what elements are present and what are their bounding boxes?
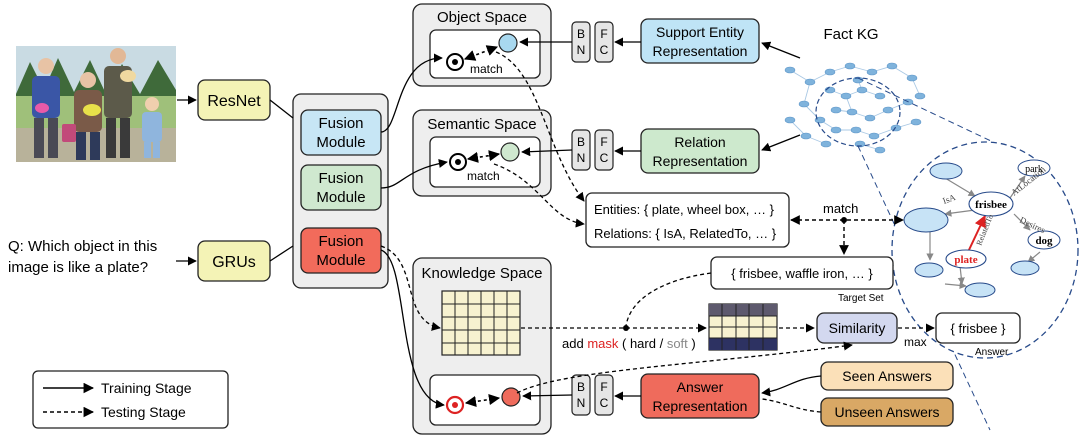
entities-relations-box: Entities: { plate, wheel box, … } Relati… — [585, 192, 790, 248]
svg-text:Representation: Representation — [653, 43, 748, 59]
entities-text: Entities: { plate, wheel box, … } — [594, 202, 775, 217]
legend-training: Training Stage — [101, 380, 192, 396]
kg-node-plate: plate — [954, 254, 977, 266]
kg-node-frisbee: frisbee — [975, 199, 1007, 211]
fact-kg-title: Fact KG — [823, 26, 878, 43]
svg-text:N: N — [577, 151, 586, 165]
seen-answers: Seen Answers — [820, 361, 954, 391]
masked-matrix — [708, 303, 778, 351]
unseen-answers-label: Unseen Answers — [834, 404, 939, 420]
answer-text: { frisbee } — [951, 321, 1007, 336]
svg-text:C: C — [600, 43, 609, 57]
seen-answers-label: Seen Answers — [842, 368, 932, 384]
svg-text:B: B — [577, 27, 585, 41]
bnfc-object: B N F C — [571, 21, 614, 63]
question-line-1: Q: Which object in this — [8, 238, 157, 255]
input-image — [16, 46, 176, 162]
svg-text:Representation: Representation — [653, 153, 748, 169]
legend-testing: Testing Stage — [101, 404, 186, 420]
fusion-module-knowledge-line1: Fusion — [318, 233, 363, 250]
semantic-space-title: Semantic Space — [427, 116, 536, 133]
gru-label: GRUs — [212, 254, 256, 271]
unseen-answers: Unseen Answers — [820, 397, 954, 427]
fusion-module-object-line1: Fusion — [318, 115, 363, 132]
question-line-2: image is like a plate? — [8, 259, 148, 276]
fusion-module-knowledge: Fusion Module — [300, 227, 382, 274]
svg-text:B: B — [577, 380, 585, 394]
svg-text:C: C — [600, 396, 609, 410]
target-set-caption: Target Set — [838, 293, 884, 304]
similarity-node: Similarity — [816, 312, 898, 344]
answer-representation: Answer Representation — [640, 373, 760, 419]
svg-text:F: F — [600, 27, 607, 41]
relations-text: Relations: { IsA, RelatedTo, … } — [594, 226, 777, 241]
object-space-match: match — [470, 62, 503, 76]
kg-match-label: match — [823, 201, 858, 216]
bnfc-knowledge: B N F C — [571, 374, 614, 416]
fact-kg-cloud — [784, 62, 926, 154]
knowledge-space: Knowledge Space — [412, 257, 552, 435]
fusion-module-semantic-line1: Fusion — [318, 170, 363, 187]
support-entity-representation: Support Entity Representation — [640, 18, 760, 64]
object-space: Object Space match — [412, 3, 552, 87]
fusion-module-object-line2: Module — [316, 134, 365, 151]
kg-edge-isa: IsA — [941, 192, 957, 206]
svg-text:Support Entity: Support Entity — [656, 24, 744, 40]
kg-node-dog: dog — [1035, 235, 1053, 247]
semantic-space: Semantic Space match — [412, 109, 552, 197]
semantic-space-match: match — [467, 169, 500, 183]
resnet-label: ResNet — [207, 93, 261, 110]
resnet-encoder: ResNet — [197, 79, 271, 121]
fusion-module-semantic-line2: Module — [316, 189, 365, 206]
target-set-text: { frisbee, waffle iron, … } — [731, 266, 873, 281]
answer-caption: Answer — [975, 347, 1009, 358]
knowledge-grid — [441, 290, 521, 356]
max-label: max — [904, 335, 927, 349]
svg-text:Answer: Answer — [677, 379, 724, 395]
knowledge-space-title: Knowledge Space — [422, 265, 543, 282]
svg-text:N: N — [577, 396, 586, 410]
gru-encoder: GRUs — [197, 240, 271, 282]
fusion-module-semantic: Fusion Module — [300, 164, 382, 211]
legend: Training Stage Testing Stage — [32, 370, 229, 429]
similarity-label: Similarity — [829, 320, 886, 336]
target-set: { frisbee, waffle iron, … } Target Set — [710, 256, 894, 304]
kg-zoom: frisbee park plate dog IsA AtLocation De… — [891, 141, 1079, 359]
bnfc-semantic: B N F C — [571, 129, 614, 171]
svg-text:N: N — [577, 43, 586, 57]
svg-text:B: B — [577, 135, 585, 149]
mask-label: add mask ( hard / soft ) — [562, 336, 696, 351]
kg-node-park: park — [1025, 164, 1043, 175]
svg-text:F: F — [600, 135, 607, 149]
relation-representation: Relation Representation — [640, 128, 760, 174]
svg-text:C: C — [600, 151, 609, 165]
svg-text:F: F — [600, 380, 607, 394]
answer-box: { frisbee } Answer — [935, 312, 1021, 358]
svg-text:Relation: Relation — [674, 134, 725, 150]
svg-text:Representation: Representation — [653, 398, 748, 414]
object-space-title: Object Space — [437, 9, 527, 26]
fusion-module-knowledge-line2: Module — [316, 252, 365, 269]
fusion-module-object: Fusion Module — [300, 109, 382, 156]
